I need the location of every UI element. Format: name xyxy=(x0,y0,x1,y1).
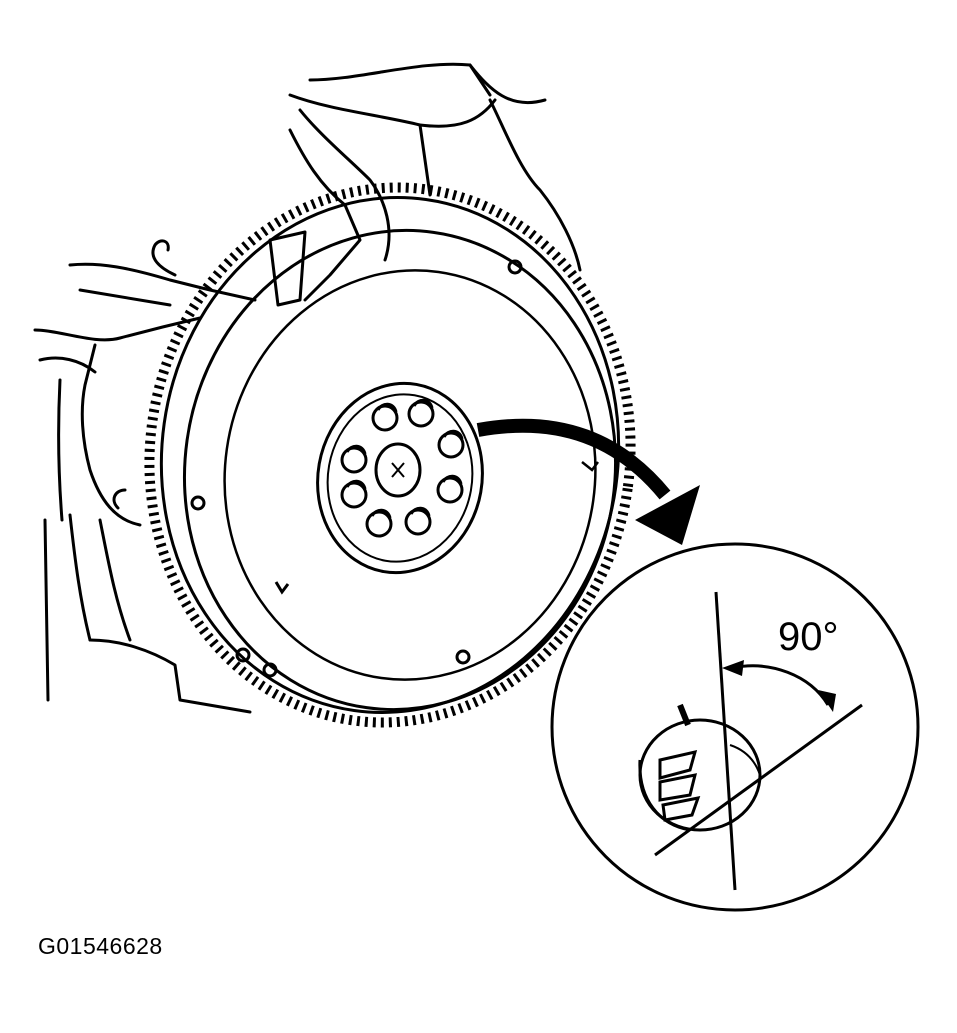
angle-label: 90° xyxy=(778,615,839,659)
bolt xyxy=(404,506,432,536)
bolt xyxy=(371,402,399,432)
mounting-hole xyxy=(235,647,251,663)
mounting-hole xyxy=(190,495,206,511)
bolt xyxy=(436,474,464,504)
detail-view-circle xyxy=(550,542,920,912)
bolt xyxy=(407,398,435,428)
detail-pointer-arrow xyxy=(476,418,700,545)
hub-bolts xyxy=(340,398,465,538)
bolt xyxy=(340,479,368,509)
mounting-hole xyxy=(262,662,278,678)
bolt xyxy=(340,444,368,474)
bolt xyxy=(437,429,465,459)
mounting-hole xyxy=(507,259,523,275)
reference-line-rotated xyxy=(654,703,863,857)
ring-gear xyxy=(144,182,636,728)
flywheel-plate xyxy=(182,228,618,712)
angle-arc xyxy=(731,664,830,706)
flywheel-hub xyxy=(316,381,484,575)
reference-line-vertical xyxy=(714,591,737,891)
figure-id: G01546628 xyxy=(38,933,163,959)
engine-block-outline xyxy=(33,62,582,714)
mounting-hole xyxy=(455,649,471,665)
bolt xyxy=(365,508,393,538)
